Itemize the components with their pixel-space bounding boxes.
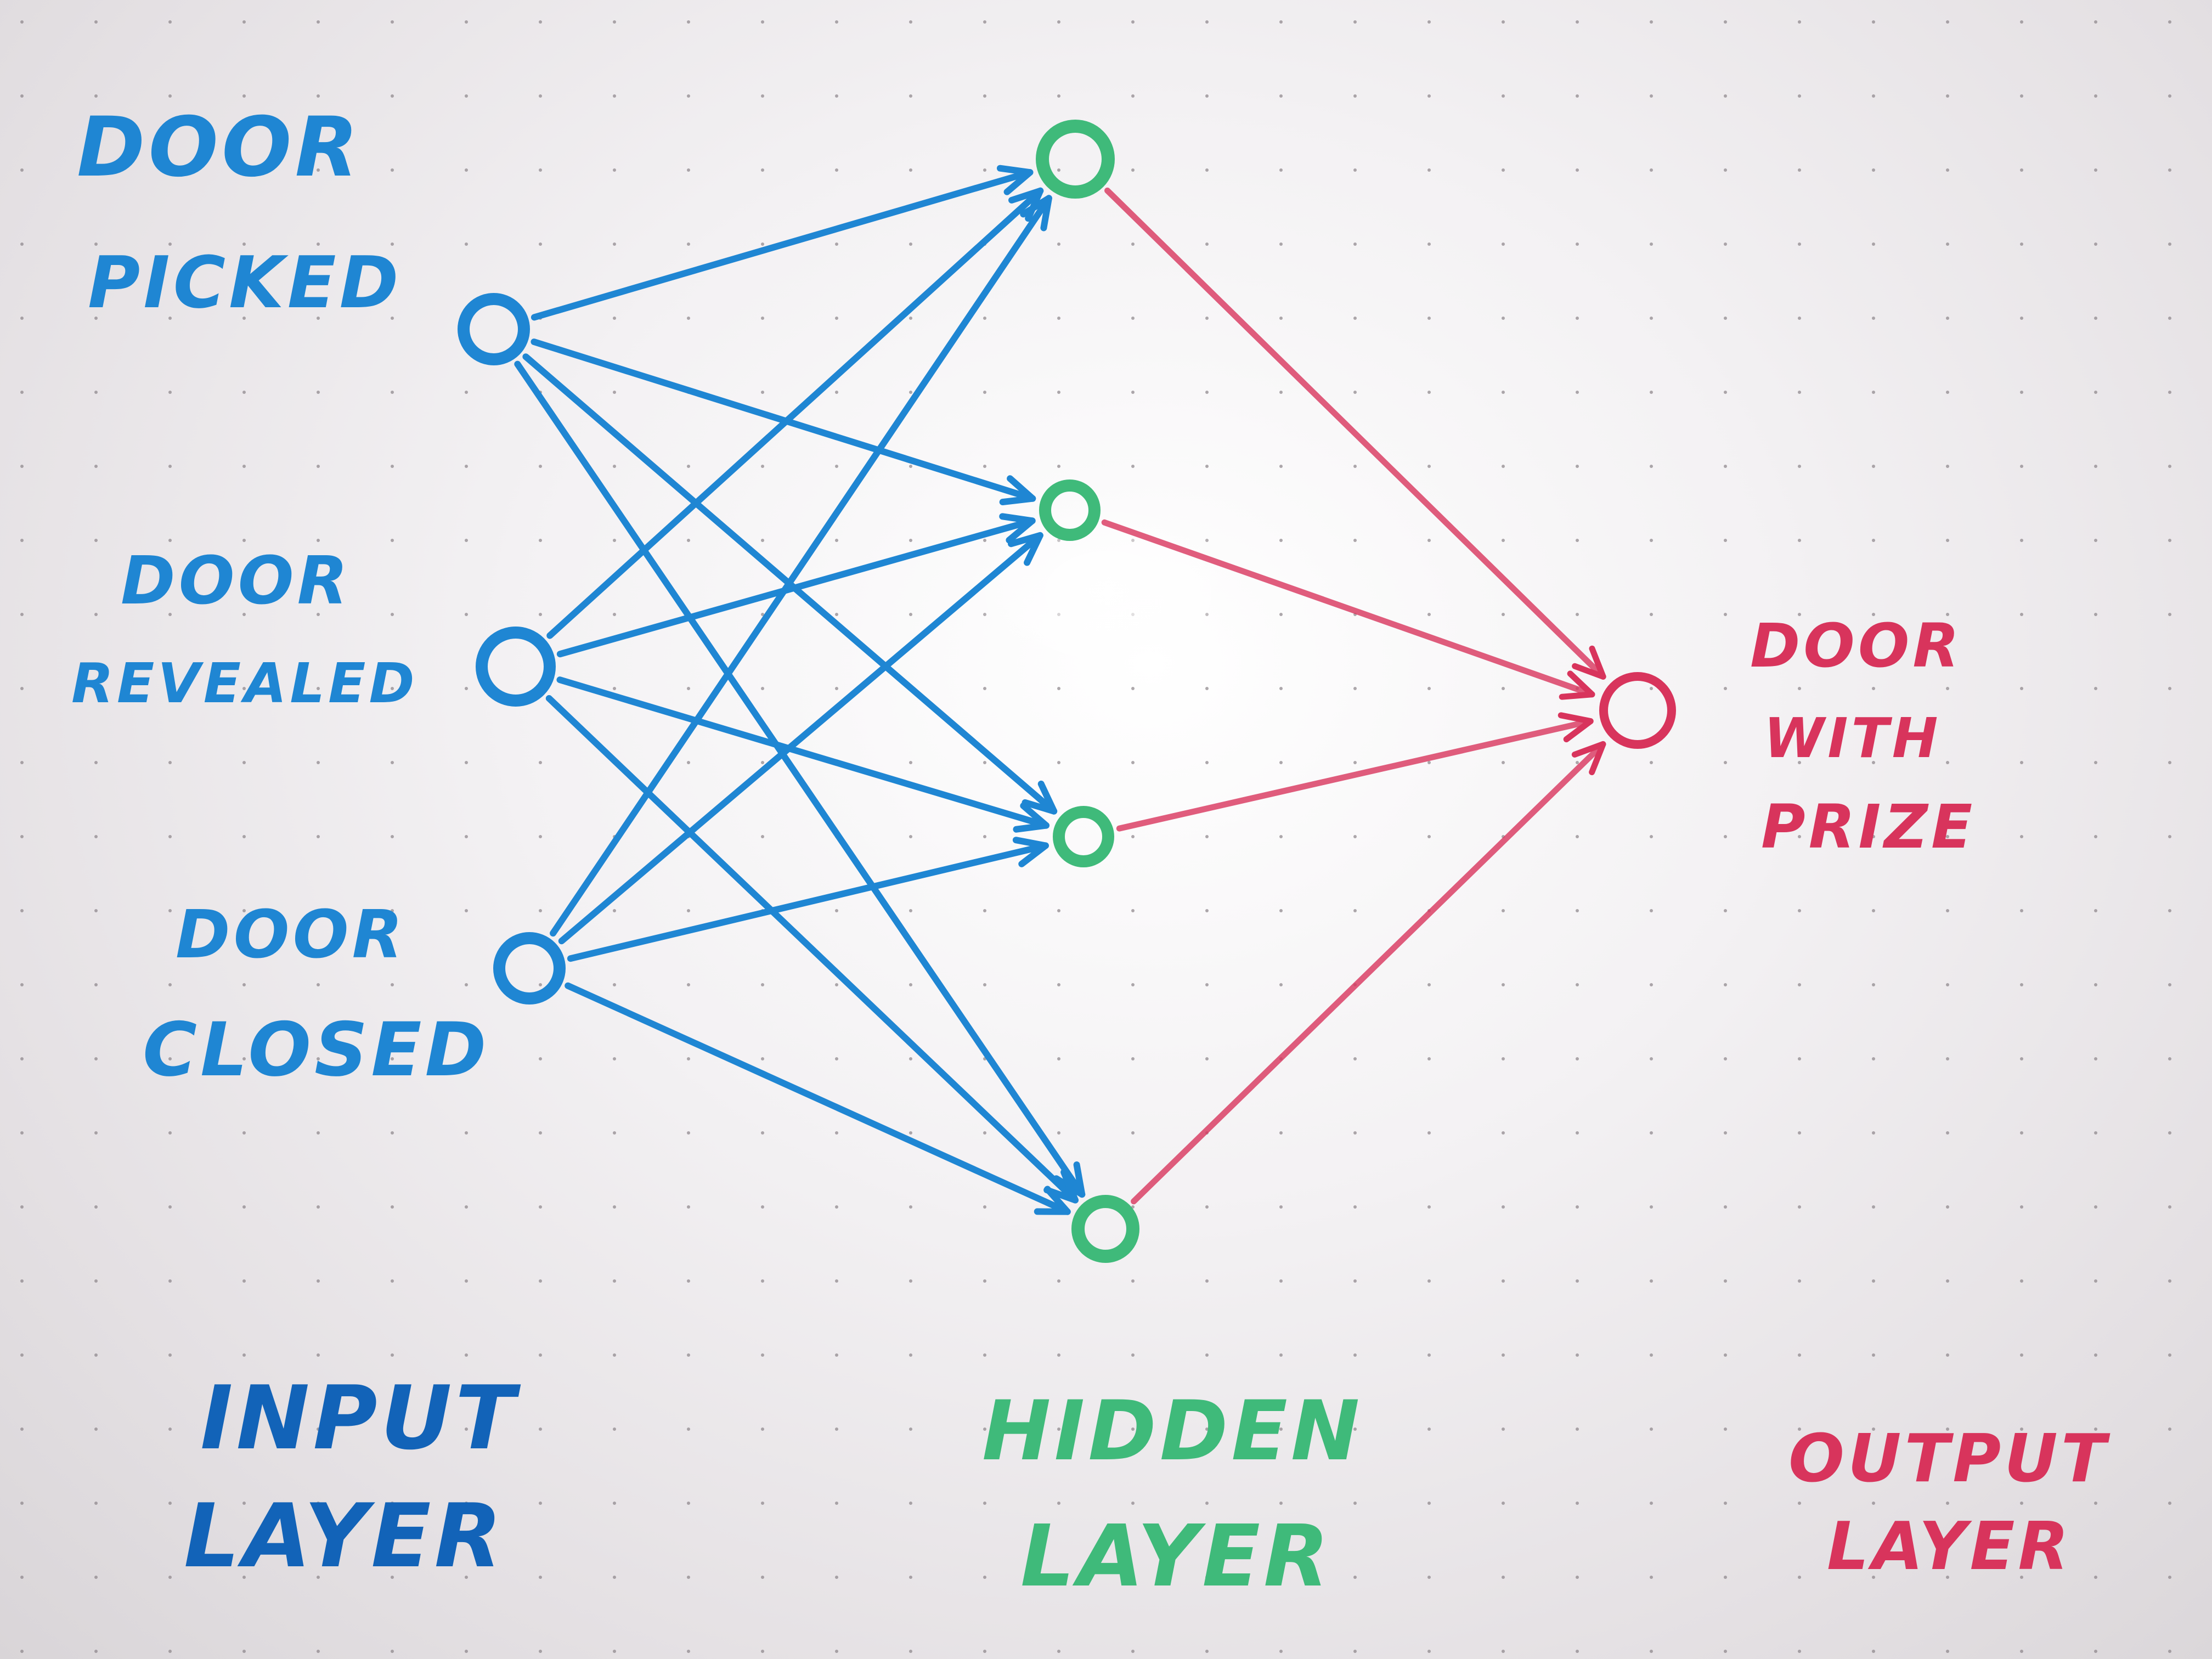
input-node-door-closed: [493, 932, 566, 1005]
input-node-door-revealed: [476, 627, 556, 707]
label-door-with-prize-line3: PRIZE: [1761, 792, 1976, 862]
label-door-with-prize-line1: DOOR: [1750, 611, 1962, 681]
hidden-layer-nodes: [1036, 120, 1139, 1263]
hidden-layer-label-line2: LAYER: [1020, 1506, 1332, 1606]
output-node-door-with-prize: [1599, 672, 1676, 749]
input-node-label-door-revealed: DOOR REVEALED: [71, 543, 417, 715]
output-node-label-door-with-prize: DOOR WITH PRIZE: [1750, 611, 1976, 862]
hidden-output-connections: [1101, 187, 1606, 1205]
edge-input-1-to-hidden-4: [514, 360, 1086, 1198]
edge-hidden-2-to-output-1: [1101, 519, 1595, 700]
label-door-picked-line2: PICKED: [88, 241, 402, 324]
hidden-layer-label: HIDDEN LAYER: [982, 1384, 1363, 1606]
input-layer-label-line1: INPUT: [200, 1367, 521, 1469]
label-door-picked-line1: DOOR: [77, 100, 362, 195]
output-layer-label-line2: LAYER: [1827, 1509, 2072, 1585]
output-layer-label: OUTPUT LAYER: [1788, 1421, 2111, 1585]
edge-input-3-to-hidden-2: [558, 532, 1043, 945]
label-door-revealed-line1: DOOR: [121, 543, 351, 619]
label-door-closed-line2: CLOSED: [143, 1007, 490, 1093]
input-node-label-door-closed: DOOR CLOSED: [143, 897, 490, 1093]
edge-input-2-to-hidden-4: [545, 695, 1079, 1204]
edge-input-1-to-hidden-1: [531, 165, 1034, 321]
input-node-label-door-picked: DOOR PICKED: [77, 100, 402, 324]
input-layer-nodes: [458, 293, 566, 1005]
hidden-layer-label-line1: HIDDEN: [982, 1384, 1363, 1479]
input-hidden-connections: [514, 165, 1086, 1215]
label-door-revealed-line2: REVEALED: [71, 651, 417, 715]
edge-input-3-to-hidden-4: [565, 982, 1071, 1215]
input-layer-label-line2: LAYER: [184, 1485, 505, 1587]
edge-hidden-1-to-output-1: [1104, 187, 1606, 680]
hidden-node-4: [1071, 1195, 1139, 1263]
input-node-door-picked: [458, 293, 530, 365]
edge-hidden-4-to-output-1: [1131, 741, 1606, 1205]
label-door-with-prize-line2: WITH: [1764, 706, 1941, 770]
edge-input-3-to-hidden-1: [550, 195, 1052, 937]
edge-input-2-to-hidden-2: [556, 513, 1036, 658]
input-layer-label: INPUT LAYER: [184, 1367, 521, 1587]
edge-input-3-to-hidden-3: [567, 837, 1049, 962]
label-door-closed-line1: DOOR: [176, 897, 406, 973]
hidden-node-3: [1053, 806, 1114, 867]
hidden-node-2: [1039, 479, 1101, 541]
output-layer-label-line1: OUTPUT: [1788, 1421, 2111, 1497]
hidden-node-1: [1036, 120, 1115, 199]
edge-input-2-to-hidden-3: [556, 676, 1049, 833]
edge-hidden-3-to-output-1: [1116, 712, 1594, 832]
output-layer-nodes: [1599, 672, 1676, 749]
